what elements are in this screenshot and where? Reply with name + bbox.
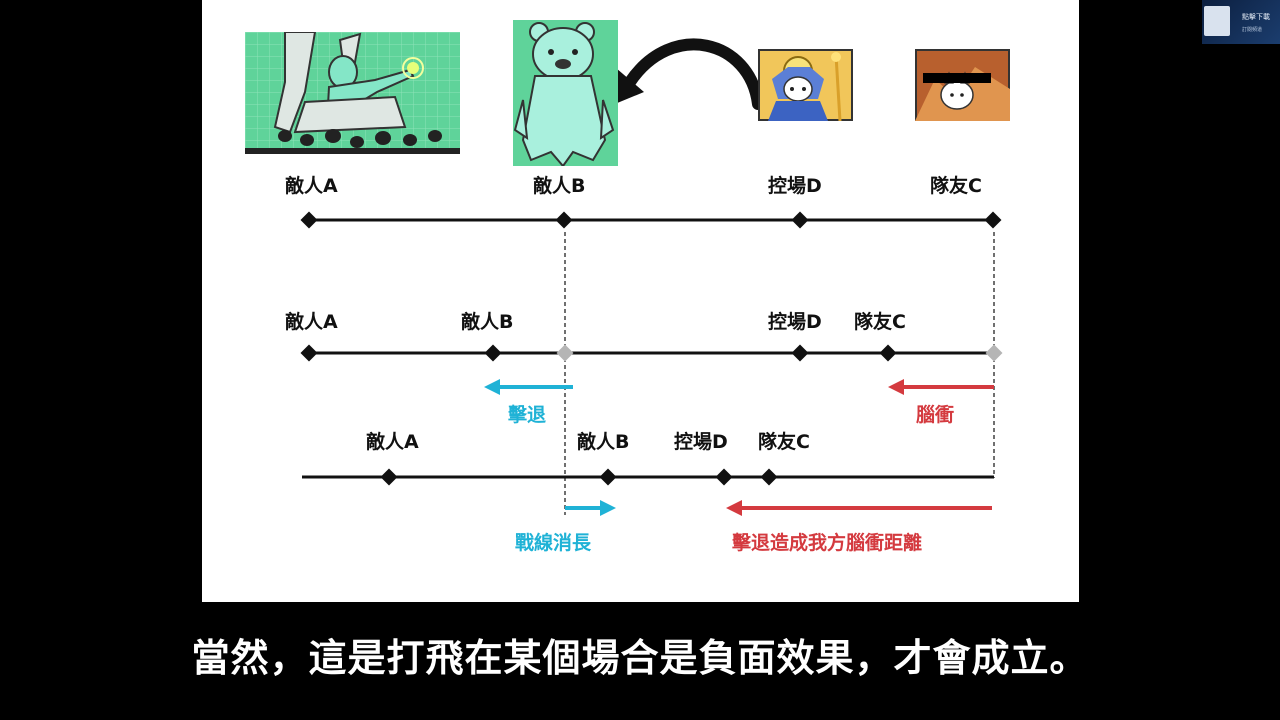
row2-marker-a bbox=[300, 344, 318, 362]
row1-label-enemy-b: 敵人B bbox=[533, 175, 586, 197]
row1-marker-d bbox=[791, 211, 809, 229]
slide: 敵人A 敵人B 控場D 隊友C 敵人A 敵人B 控場D 隊友C 擊退 腦衝 敵人… bbox=[202, 0, 1079, 602]
knockback-arrow bbox=[484, 379, 573, 395]
row3-marker-c bbox=[760, 468, 778, 486]
row2-marker-b bbox=[484, 344, 502, 362]
row2-label-enemy-b: 敵人B bbox=[461, 311, 514, 333]
bear-enemy-portrait bbox=[513, 20, 618, 166]
knockback-rush-distance-arrow bbox=[726, 500, 992, 516]
row3-marker-b bbox=[599, 468, 617, 486]
curved-arrow-icon bbox=[610, 38, 764, 110]
row1-label-control-d: 控場D bbox=[768, 175, 822, 197]
row2-label-control-d: 控場D bbox=[768, 311, 822, 333]
knockback-rush-distance-label: 擊退造成我方腦衝距離 bbox=[732, 532, 923, 554]
row1-marker-c bbox=[984, 211, 1002, 229]
row2-label-teammate-c: 隊友C bbox=[854, 311, 906, 333]
rush-arrow bbox=[888, 379, 994, 395]
webcam-text-subscribe: 訂閱頻道 bbox=[1242, 27, 1263, 33]
webcam-text-download: 點擊下載 bbox=[1242, 13, 1270, 21]
row1-label-enemy-a: 敵人A bbox=[285, 175, 338, 197]
row3-marker-d bbox=[715, 468, 733, 486]
timeline-diagram bbox=[300, 38, 1003, 516]
frontline-shift-arrow bbox=[565, 500, 616, 516]
row1-marker-b bbox=[555, 211, 573, 229]
row2-label-enemy-a: 敵人A bbox=[285, 311, 338, 333]
row3-label-control-d: 控場D bbox=[674, 431, 728, 453]
goddess-unit-portrait bbox=[758, 49, 853, 121]
row1-label-teammate-c: 隊友C bbox=[930, 175, 982, 197]
row3-marker-a bbox=[380, 468, 398, 486]
cat-unit-portrait bbox=[915, 49, 1010, 121]
frontline-shift-label: 戰線消長 bbox=[515, 532, 592, 554]
subtitle-caption: 當然，這是打飛在某個場合是負面效果，才會成立。 bbox=[191, 636, 1089, 680]
row3-label-teammate-c: 隊友C bbox=[758, 431, 810, 453]
knockback-label: 擊退 bbox=[508, 404, 547, 426]
row2-marker-c bbox=[879, 344, 897, 362]
row2-marker-d bbox=[791, 344, 809, 362]
webcam-overlay: 點擊下載 訂閱頻道 bbox=[1202, 0, 1280, 44]
row3-label-enemy-a: 敵人A bbox=[366, 431, 419, 453]
row3-label-enemy-b: 敵人B bbox=[577, 431, 630, 453]
rush-label: 腦衝 bbox=[916, 404, 955, 426]
enemy-boss-portrait bbox=[245, 32, 460, 154]
youtube-badge-icon bbox=[1204, 6, 1230, 36]
row1-marker-a bbox=[300, 211, 318, 229]
row2-marker-b-ghost bbox=[556, 344, 574, 362]
row2-marker-c-ghost bbox=[985, 344, 1003, 362]
